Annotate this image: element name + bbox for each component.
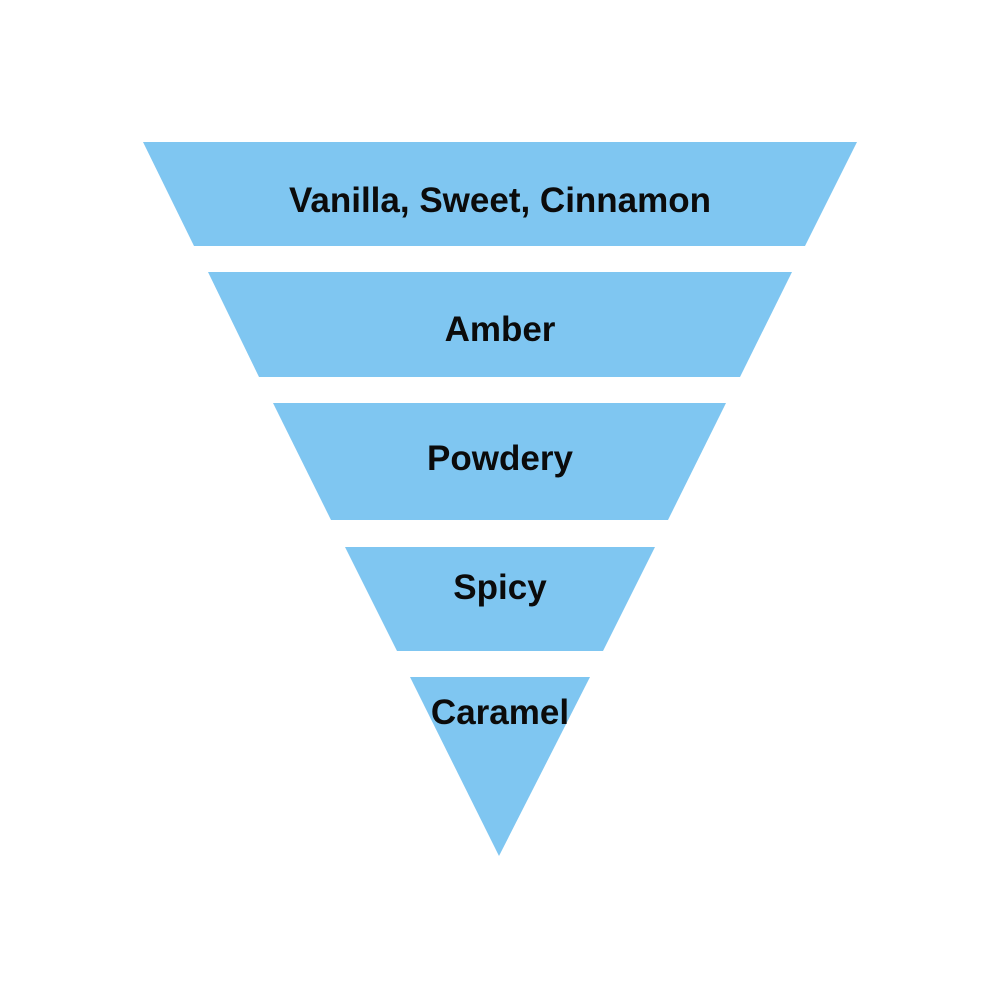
funnel-segment-2 <box>208 272 792 377</box>
funnel-label-5: Caramel <box>431 693 569 732</box>
funnel-label-1: Vanilla, Sweet, Cinnamon <box>289 181 711 220</box>
funnel-layer-1: Vanilla, Sweet, Cinnamon <box>143 142 857 246</box>
funnel-segment-3 <box>273 403 726 520</box>
funnel-layer-2: Amber <box>208 272 792 377</box>
funnel-segment-4 <box>345 547 655 651</box>
funnel-layer-5: Caramel <box>410 677 590 856</box>
funnel-label-2: Amber <box>445 310 556 349</box>
funnel-layer-4: Spicy <box>345 547 655 651</box>
funnel-segment-5 <box>410 677 590 856</box>
funnel-label-4: Spicy <box>453 568 547 607</box>
funnel-layer-3: Powdery <box>273 403 726 520</box>
funnel-label-3: Powdery <box>427 439 573 478</box>
funnel-segment-1 <box>143 142 857 246</box>
